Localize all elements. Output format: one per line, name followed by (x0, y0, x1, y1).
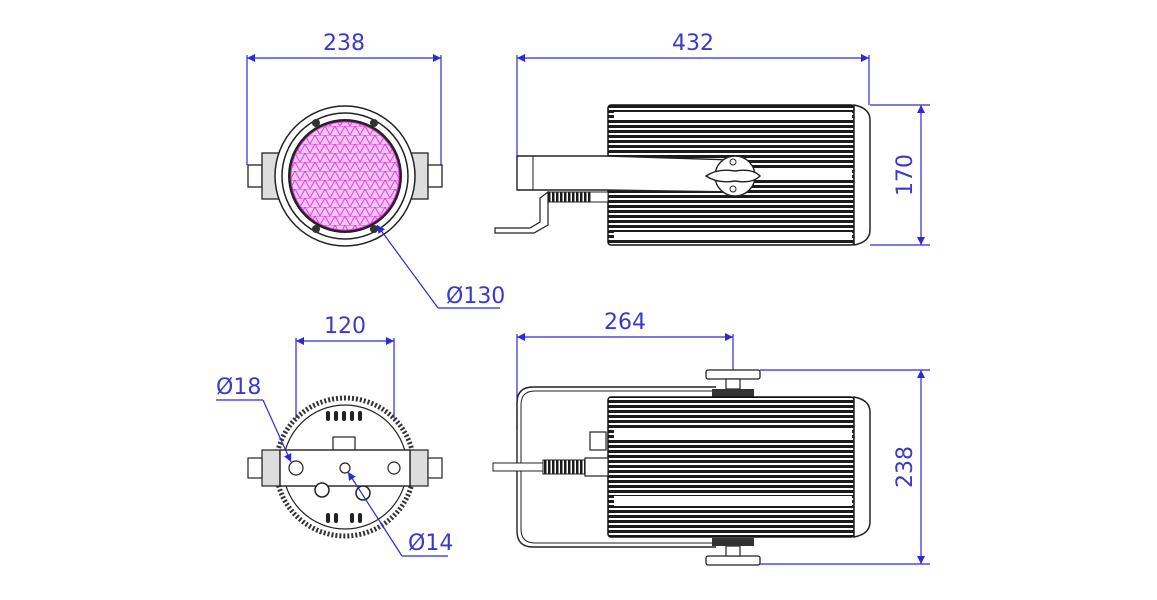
hole-spacing-dimension: 120 (324, 314, 366, 339)
top-width-dimension: 238 (893, 446, 918, 488)
led-lens (291, 122, 399, 230)
side-height-dimension: 170 (893, 154, 918, 196)
top-view: 264 238 (492, 310, 930, 566)
rear-view: 120 Ø18 Ø14 (216, 314, 453, 557)
front-width-dimension: 238 (323, 31, 365, 56)
small-hole-diameter-dimension: Ø14 (408, 531, 453, 556)
pivot-dimension: 264 (604, 310, 646, 335)
side-view: 432 170 (494, 31, 930, 246)
large-hole-diameter-dimension: Ø18 (216, 375, 261, 400)
side-length-dimension: 432 (672, 31, 714, 56)
lens-diameter-dimension: Ø130 (446, 284, 505, 309)
front-view: 238 Ø130 (246, 31, 505, 309)
